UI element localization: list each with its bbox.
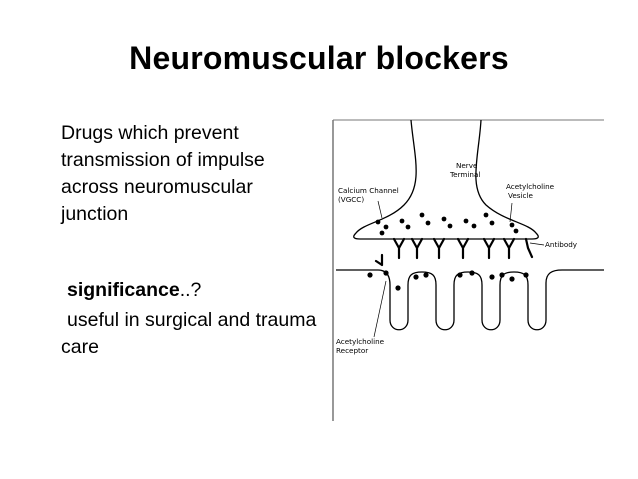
use-text: useful in surgical and trauma care	[61, 309, 317, 358]
label-calcium-channel: Calcium Channel	[338, 186, 399, 195]
definition-text: Drugs which prevent transmission of impu…	[61, 122, 265, 225]
label-antibody: Antibody	[545, 240, 578, 249]
neuromuscular-junction-diagram: Nerve Terminal Calcium Channel (VGCC) Ac…	[316, 115, 606, 421]
significance-label: significance	[67, 279, 180, 301]
label-ach-vesicle-2: Vesicle	[508, 191, 533, 200]
label-ach-receptor-2: Receptor	[336, 346, 368, 355]
significance-suffix: ..?	[179, 279, 202, 301]
label-terminal: Terminal	[449, 170, 480, 179]
acetylcholine-receptors	[367, 270, 529, 291]
label-ach-vesicle-1: Acetylcholine	[506, 182, 555, 191]
label-nerve: Nerve	[456, 161, 478, 170]
slide-body: Drugs which prevent transmission of impu…	[61, 120, 321, 361]
nerve-terminal-outline	[353, 119, 539, 240]
label-ach-receptor-1: Acetylcholine	[336, 337, 385, 346]
acetylcholine-vesicles	[375, 212, 519, 236]
label-vgcc: (VGCC)	[338, 195, 364, 204]
postsynaptic-membrane-folds	[336, 269, 604, 331]
slide-title: Neuromuscular blockers	[129, 40, 509, 76]
significance-line: significance..?	[61, 277, 321, 304]
antibodies	[374, 237, 534, 267]
leader-lines	[373, 200, 545, 338]
